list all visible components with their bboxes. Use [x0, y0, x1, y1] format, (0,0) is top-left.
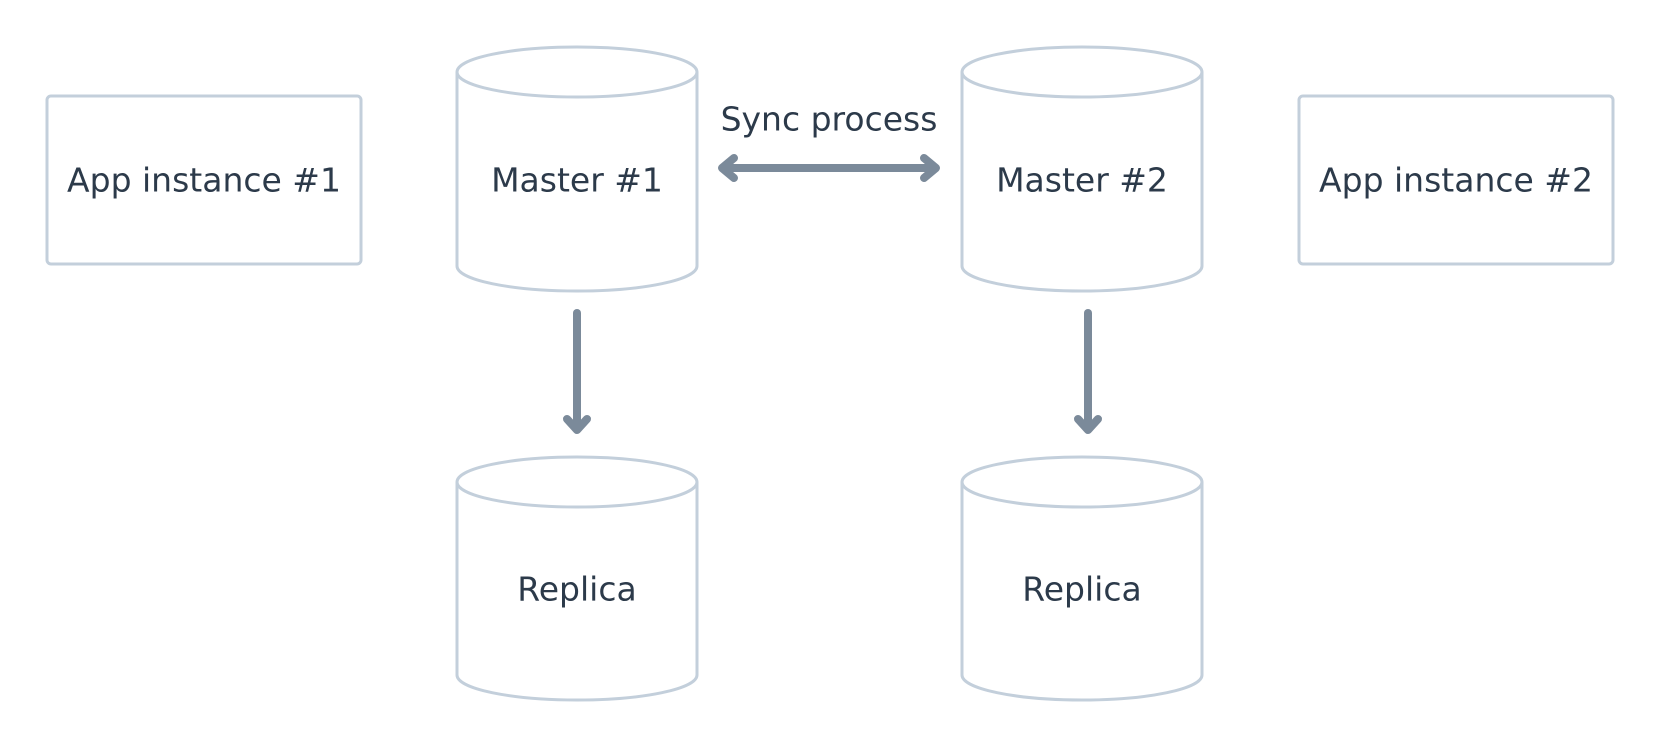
sync-arrow-right-head: [920, 154, 940, 182]
master-2-cylinder-top: [960, 45, 1204, 99]
master-2-replica-arrow-head: [1074, 415, 1102, 434]
app-instance-1-label: App instance #1: [67, 161, 341, 200]
app-instance-2-node: App instance #2: [1297, 94, 1615, 266]
sync-arrow-left-head: [718, 154, 738, 182]
master-1-cylinder-body: [455, 72, 699, 293]
master-2-database: Master #2: [960, 45, 1204, 293]
app-instance-2-box: [1297, 94, 1615, 266]
app-instance-1-node: App instance #1: [45, 94, 363, 266]
app-instance-1-box: [45, 94, 363, 266]
replica-1-label: Replica: [517, 570, 636, 609]
replica-2-label: Replica: [1022, 570, 1141, 609]
master-2-cylinder-body: [960, 72, 1204, 293]
app-instance-2-label: App instance #2: [1319, 161, 1593, 200]
replica-2-database: Replica: [960, 455, 1204, 702]
master-2-to-replica-edge: [1074, 309, 1102, 434]
replica-1-cylinder-body: [455, 482, 699, 702]
master-2-label: Master #2: [996, 161, 1168, 200]
master-1-label: Master #1: [491, 161, 663, 200]
replica-1-cylinder-top: [455, 455, 699, 509]
master-1-replica-arrow-head: [563, 415, 591, 434]
replica-2-cylinder-top: [960, 455, 1204, 509]
sync-process-edge: Sync process: [718, 100, 940, 182]
master-1-database: Master #1: [455, 45, 699, 293]
sync-process-label: Sync process: [721, 100, 938, 139]
replica-1-database: Replica: [455, 455, 699, 702]
replica-2-cylinder-body: [960, 482, 1204, 702]
master-1-to-replica-edge: [563, 309, 591, 434]
master-1-cylinder-top: [455, 45, 699, 99]
